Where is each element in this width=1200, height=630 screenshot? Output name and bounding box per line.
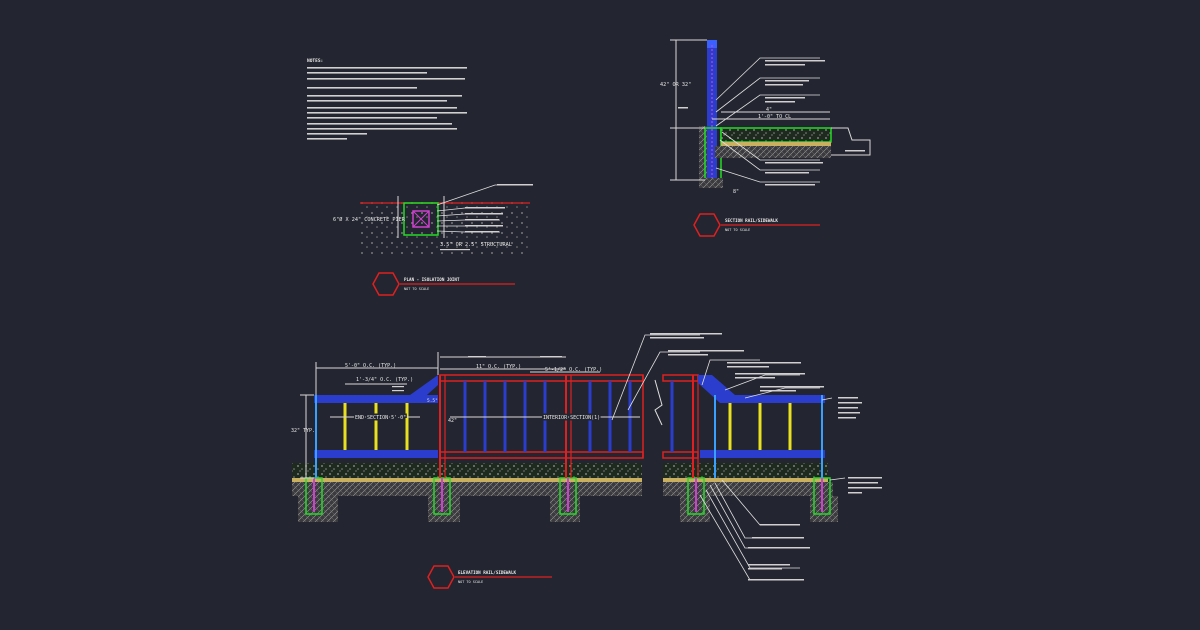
notes-block: NOTES: xyxy=(307,58,467,140)
elevation-slab-right xyxy=(663,463,828,478)
section-title-hexagon xyxy=(693,213,721,237)
section-base-course xyxy=(721,142,831,146)
end-section-left xyxy=(314,375,438,478)
section-title-block: SECTION RAIL/SIDEWALK NOT TO SCALE xyxy=(693,213,820,237)
section-offset-b: 1'-0" TO CL xyxy=(758,114,791,120)
plan-pier-outline xyxy=(403,202,439,236)
section-soil-bottom xyxy=(715,146,831,158)
dim-typ: 5'-1/2" O.C. (TYP.) xyxy=(545,367,602,373)
notes-text-lines xyxy=(307,67,467,140)
interior-section-right xyxy=(662,374,699,478)
elevation-footings xyxy=(305,477,831,515)
plan-pier-label: 6"Ø X 24" CONCRETE PIER xyxy=(333,216,406,223)
section-callout-leaders xyxy=(715,57,820,183)
section-offset-a: 4" xyxy=(766,107,772,113)
end-section-right xyxy=(698,375,825,478)
dim-post-oc: 1'-3/4" O.C. (TYP.) xyxy=(356,377,413,383)
section-callout-text xyxy=(678,60,865,186)
section-height-label: 42" OR 32" xyxy=(660,82,691,88)
section-scale: NOT TO SCALE xyxy=(725,228,750,232)
dim-left-height: 32" TYP. xyxy=(291,428,315,434)
elevation-callout-text xyxy=(392,333,882,581)
dim-interior-oc: 11" O.C. (TYP.) xyxy=(476,364,521,370)
plan-callout-text xyxy=(440,184,533,251)
elevation-dimensions: 5'-0" O.C. (TYP.) 1'-3/4" O.C. (TYP.) 11… xyxy=(291,352,602,479)
dim-gap: 5.5" xyxy=(427,398,438,404)
section-bottom-label: 8" xyxy=(733,189,739,195)
elevation-view: 5'-0" O.C. (TYP.) 1'-3/4" O.C. (TYP.) 11… xyxy=(291,333,882,581)
plan-title: PLAN - ISOLATION JOINT xyxy=(404,277,460,282)
elevation-scale: NOT TO SCALE xyxy=(458,580,483,584)
section-title: SECTION RAIL/SIDEWALK xyxy=(725,218,778,223)
elevation-title: ELEVATION RAIL/SIDEWALK xyxy=(458,570,516,575)
elevation-title-hexagon xyxy=(427,565,455,589)
elevation-title-block: ELEVATION RAIL/SIDEWALK NOT TO SCALE xyxy=(427,565,552,589)
interior-section xyxy=(439,374,644,478)
end-section-label: END SECTION 5'-0" xyxy=(355,415,406,421)
interior-section-label: INTERIOR SECTION(1) xyxy=(543,415,600,421)
plan-post-label: 3.5" OR 2.5" STRUCTURAL xyxy=(440,242,512,248)
plan-title-hexagon xyxy=(372,272,400,296)
notes-title: NOTES: xyxy=(307,58,323,64)
dim-mid-height: 42" xyxy=(448,418,457,424)
plan-view: 6"Ø X 24" CONCRETE PIER 3.5" OR 2.5" STR… xyxy=(333,184,533,256)
plan-aggregate-fill xyxy=(360,200,530,256)
elevation-slab-left xyxy=(292,463,642,478)
plan-post xyxy=(412,210,430,228)
dim-end-oc: 5'-0" O.C. (TYP.) xyxy=(345,363,396,369)
section-view: 42" OR 32" 4" 1'-0" TO CL 8" xyxy=(660,39,871,195)
section-slab xyxy=(720,127,832,143)
plan-scale: NOT TO SCALE xyxy=(404,287,429,291)
plan-title-block: PLAN - ISOLATION JOINT NOT TO SCALE xyxy=(372,272,515,296)
break-line-symbol xyxy=(654,379,663,426)
